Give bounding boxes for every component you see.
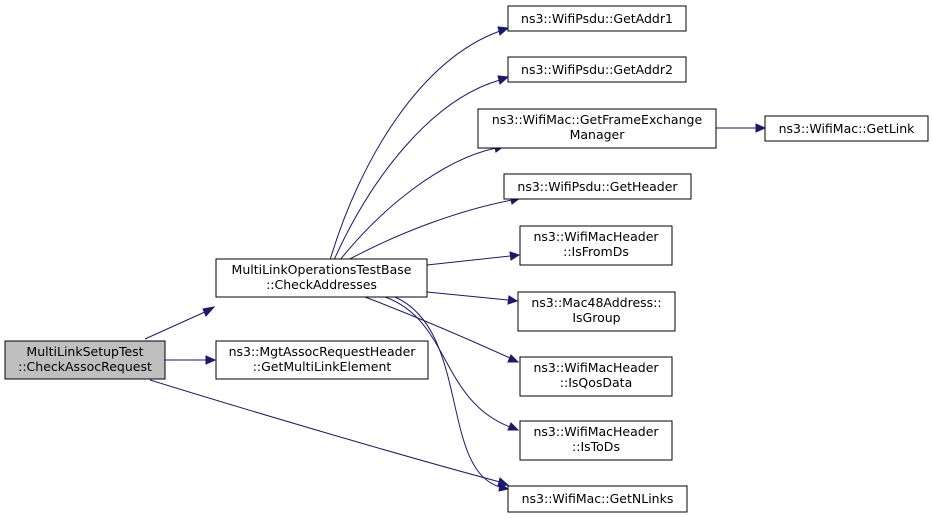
node-box <box>519 356 673 397</box>
node-label-line-2: ::CheckAssocRequest <box>18 359 152 374</box>
edge-checkaddresses-to-istods <box>384 296 511 428</box>
node-label-line-1: MultiLinkOperationsTestBase <box>232 262 412 277</box>
edge-root-to-checkaddresses <box>144 310 208 340</box>
edge-checkaddresses-to-getaddr1-arrow <box>497 26 510 36</box>
edge-checkaddresses-to-getframeexchangemanager <box>339 147 497 261</box>
edge-checkaddresses-to-isgroup-arrow <box>507 295 519 305</box>
node-wifimacheader-isqosdata[interactable]: ns3::WifiMacHeader ::IsQosData <box>519 356 673 397</box>
edge-checkaddresses-to-isqosdata <box>364 296 511 359</box>
node-label-line-2: ::IsFromDs <box>563 244 629 259</box>
node-box <box>477 108 717 149</box>
edge-checkaddresses-to-isfromds-arrow <box>509 251 521 261</box>
edge-checkaddresses-to-getnlinks-arrow <box>498 482 510 492</box>
node-label-line-1: ns3::WifiMacHeader <box>533 229 659 244</box>
node-label-line-1: ns3::WifiMacHeader <box>533 360 659 375</box>
edge-root-to-getmultilinkelement-arrow <box>205 355 217 365</box>
node-box <box>507 485 688 513</box>
node-label-line-1: ns3::WifiMac::GetNLinks <box>522 491 674 506</box>
node-box <box>517 291 676 332</box>
edge-getframeexchangemanager-to-getlink-arrow <box>755 123 767 133</box>
node-label-line-1: ns3::WifiMac::GetLink <box>779 121 916 136</box>
node-wifipsdu-getheader[interactable]: ns3::WifiPsdu::GetHeader <box>503 173 692 200</box>
node-mgtassocrequestheader-getmultilinkelement[interactable]: ns3::MgtAssocRequestHeader ::GetMultiLin… <box>215 340 429 380</box>
node-box <box>215 258 428 298</box>
node-label-line-2: ::CheckAddresses <box>266 277 377 292</box>
node-label-line-2: ::IsQosData <box>560 375 632 390</box>
edge-checkaddresses-to-istods-arrow <box>507 422 520 431</box>
edge-checkaddresses-to-isqosdata-arrow <box>507 354 520 363</box>
node-label-line-1: ns3::WifiPsdu::GetAddr2 <box>521 62 673 77</box>
node-label-line-1: ns3::WifiPsdu::GetHeader <box>517 179 678 194</box>
node-wifimacheader-istods[interactable]: ns3::WifiMacHeader ::IsToDs <box>519 420 673 461</box>
node-label-line-1: ns3::WifiPsdu::GetAddr1 <box>521 11 673 26</box>
node-mac48address-isgroup[interactable]: ns3::Mac48Address:: IsGroup <box>517 291 676 332</box>
edge-checkaddresses-to-getnlinks <box>394 296 501 488</box>
edge-checkaddresses-to-getaddr1 <box>329 30 501 261</box>
node-label-line-1: ns3::Mac48Address:: <box>531 295 661 310</box>
nodes-layer: MultiLinkSetupTest ::CheckAssocRequest M… <box>4 5 929 513</box>
node-label-line-1: ns3::WifiMacHeader <box>533 424 659 439</box>
node-wifimac-getnlinks[interactable]: ns3::WifiMac::GetNLinks <box>507 485 688 513</box>
node-label-line-2: ::GetMultiLinkElement <box>253 359 392 374</box>
node-label-line-1: ns3::MgtAssocRequestHeader <box>229 344 417 359</box>
node-wifimac-getframeexchangemanager[interactable]: ns3::WifiMac::GetFrameExchange Manager <box>477 108 717 149</box>
node-wifipsdu-getaddr2[interactable]: ns3::WifiPsdu::GetAddr2 <box>507 56 687 83</box>
node-label-line-2: Manager <box>570 127 626 142</box>
edge-root-to-checkaddresses-arrow <box>202 306 216 317</box>
edge-checkaddresses-to-getaddr2-arrow <box>497 75 510 85</box>
node-box <box>503 173 692 200</box>
edge-checkaddresses-to-getheader <box>347 199 513 261</box>
node-label-line-1: ns3::WifiMac::GetFrameExchange <box>492 112 703 127</box>
node-multilinkoperationstestbase-checkaddresses[interactable]: MultiLinkOperationsTestBase ::CheckAddre… <box>215 258 428 298</box>
edge-checkaddresses-to-isfromds <box>426 255 511 266</box>
node-wifipsdu-getaddr1[interactable]: ns3::WifiPsdu::GetAddr1 <box>507 5 687 32</box>
node-label-line-2: IsGroup <box>572 310 620 325</box>
node-box <box>215 340 429 380</box>
edge-root-to-getnlinks <box>149 379 501 483</box>
node-box <box>507 56 687 83</box>
node-box <box>4 340 166 380</box>
node-box <box>519 225 673 266</box>
node-box <box>507 5 687 32</box>
node-label-line-2: ::IsToDs <box>572 439 620 454</box>
edge-checkaddresses-to-getaddr2 <box>333 79 501 261</box>
edge-checkaddresses-to-isgroup <box>426 291 509 301</box>
node-multilinksetuptest-checkassocrequest[interactable]: MultiLinkSetupTest ::CheckAssocRequest <box>4 340 166 380</box>
node-label-line-1: MultiLinkSetupTest <box>26 344 143 359</box>
node-box <box>764 115 929 142</box>
node-box <box>519 420 673 461</box>
node-wifimacheader-isfromds[interactable]: ns3::WifiMacHeader ::IsFromDs <box>519 225 673 266</box>
node-wifimac-getlink[interactable]: ns3::WifiMac::GetLink <box>764 115 929 142</box>
